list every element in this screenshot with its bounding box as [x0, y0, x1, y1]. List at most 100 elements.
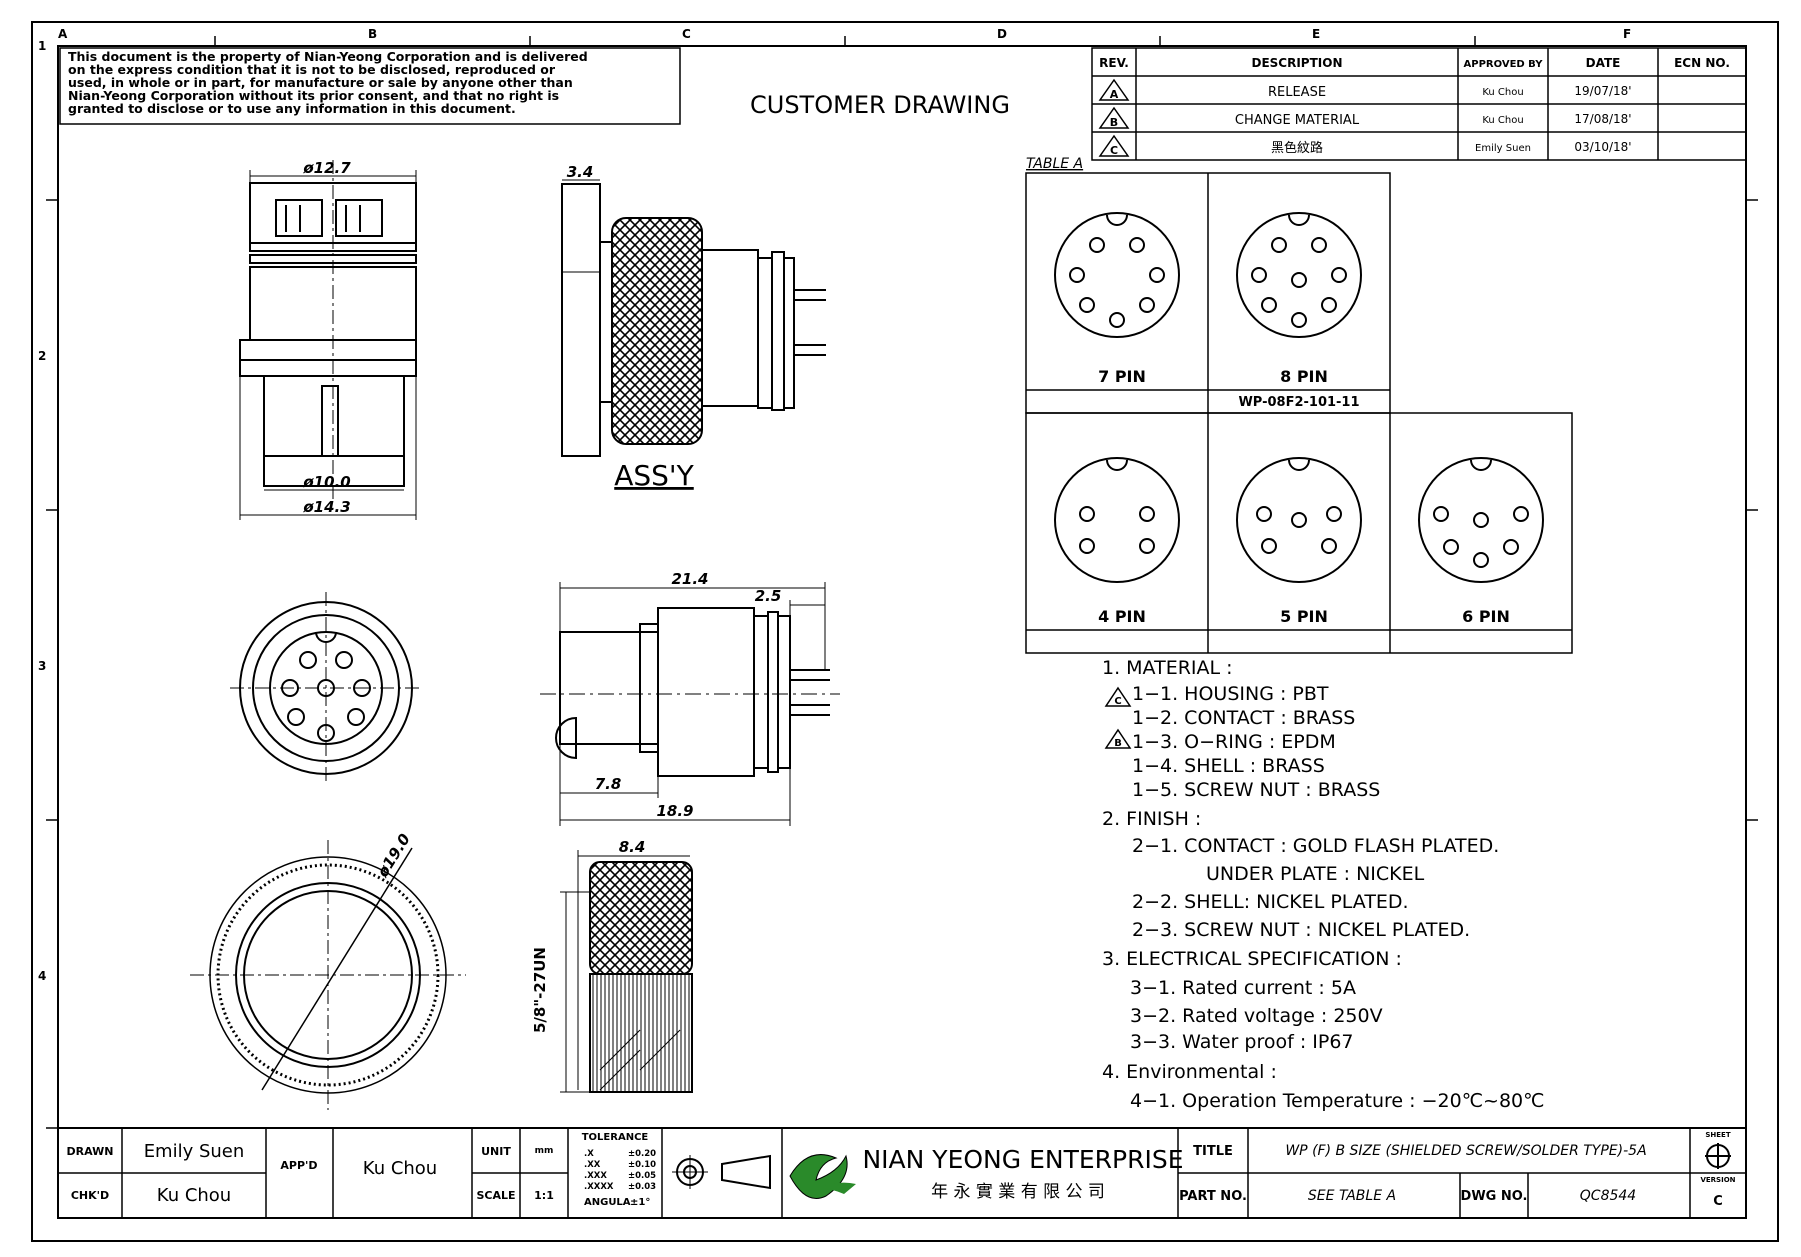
inner-border: [57, 45, 1747, 1219]
rev-c-approved: Emily Suen: [1475, 143, 1531, 154]
copyright-line-5: granted to disclose or to use any inform…: [68, 101, 516, 116]
rev-b-date: 17/08/18': [1574, 112, 1631, 126]
note-2-2: 2−2. SHELL: NICKEL PLATED.: [1132, 891, 1409, 913]
pin-label-7: 7 PIN: [1098, 367, 1146, 386]
rev-header: REV.: [1099, 56, 1129, 70]
rev-c-date: 03/10/18': [1574, 140, 1631, 154]
note-1-4: 1−4. SHELL : BRASS: [1132, 755, 1325, 777]
front-elevation-dims: [239, 170, 417, 520]
zone-col-c: C: [682, 27, 691, 41]
spec-notes: 1. MATERIAL : C 1−1. HOUSING : PBT 1−2. …: [1102, 657, 1544, 1112]
tol-v-2: ±0.10: [628, 1160, 656, 1170]
rev-b-description: CHANGE MATERIAL: [1235, 113, 1360, 128]
appd-name: Ku Chou: [363, 1158, 437, 1179]
zone-row-3: 3: [38, 659, 46, 673]
zone-col-e: E: [1312, 27, 1320, 41]
copyright-box: [59, 47, 681, 125]
appd-label: APP'D: [280, 1159, 317, 1172]
dim-7-8: 7.8: [595, 775, 622, 793]
note-2-1b: UNDER PLATE : NICKEL: [1206, 863, 1425, 885]
sheet-label: SHEET: [1705, 1131, 1730, 1139]
pin-layout-6: [1418, 457, 1544, 583]
zone-row-1: 1: [38, 39, 46, 53]
copyright-line-1: This document is the property of Nian-Ye…: [68, 49, 588, 64]
title-label: TITLE: [1193, 1144, 1233, 1159]
note-3-3: 3−3. Water proof : IP67: [1130, 1031, 1354, 1053]
table-a: TABLE A 7 PIN 8 PIN 4 PIN 5 PIN 6 PIN WP…: [1025, 156, 1573, 654]
pin-label-5: 5 PIN: [1280, 607, 1328, 626]
front-elevation-view: [239, 160, 417, 500]
side-profile-view: [540, 607, 840, 777]
svg-text:C: C: [1114, 696, 1121, 707]
tol-v-1: ±0.20: [628, 1149, 656, 1159]
tol-k-3: .XXX: [584, 1171, 607, 1181]
side-profile-dims: [559, 582, 826, 826]
date-header: DATE: [1586, 56, 1621, 70]
pin-layout-7: [1054, 212, 1180, 338]
copyright-line-3: used, in whole or in part, for manufactu…: [68, 75, 573, 90]
copyright-notice: This document is the property of Nian-Ye…: [68, 49, 588, 116]
tol-v-4: ±0.03: [628, 1182, 656, 1192]
version-label: VERSION: [1700, 1176, 1735, 1184]
tol-k-2: .XX: [584, 1160, 601, 1170]
zone-col-f: F: [1623, 27, 1631, 41]
dim-dia-10-0: ø10.0: [302, 473, 350, 491]
svg-text:B: B: [1110, 116, 1118, 129]
sheet-symbol: [1705, 1143, 1731, 1169]
title-block: DRAWN CHK'D APP'D UNIT SCALE mm 1:1 TOLE…: [57, 1127, 1747, 1219]
part-no-value: SEE TABLE A: [1308, 1188, 1396, 1204]
dim-3-4: 3.4: [567, 163, 594, 181]
dim-8-4: 8.4: [619, 838, 646, 856]
tol-k-5: ANGULA: [584, 1197, 631, 1208]
rev-b-approved: Ku Chou: [1482, 115, 1523, 126]
pin-layout-5: [1236, 457, 1362, 583]
tol-v-5: ±1°: [630, 1197, 650, 1208]
pin-label-8: 8 PIN: [1280, 367, 1328, 386]
copyright-line-4: Nian-Yeong Corporation without its prior…: [68, 88, 559, 103]
dim-2-5: 2.5: [755, 587, 782, 605]
svg-text:A: A: [1110, 88, 1119, 101]
zone-col-d: D: [997, 27, 1007, 41]
scale-label: SCALE: [476, 1189, 515, 1202]
note-4-1: 4−1. Operation Temperature : −20℃~80℃: [1130, 1090, 1544, 1112]
rev-a-approved: Ku Chou: [1482, 87, 1523, 98]
outer-border: [31, 21, 1779, 1242]
rev-c-description: 黑色紋路: [1271, 140, 1323, 156]
dwg-no-label: DWG NO.: [1461, 1189, 1528, 1204]
zone-col-a: A: [58, 27, 68, 41]
drawn-label: DRAWN: [67, 1145, 114, 1158]
note-1-2: 1−2. CONTACT : BRASS: [1132, 707, 1355, 729]
dim-thread: 5/8"-27UN: [531, 947, 549, 1033]
note-3-2: 3−2. Rated voltage : 250V: [1130, 1005, 1383, 1027]
zone-ticks: [46, 36, 1758, 1129]
unit-label: UNIT: [481, 1145, 511, 1158]
zone-letters: A B C D E F 1 2 3 4: [38, 27, 1631, 983]
tolerance-label: TOLERANCE: [582, 1132, 649, 1143]
screw-nut-dims: [560, 850, 690, 1093]
tol-v-3: ±0.05: [628, 1171, 656, 1181]
drawing-title: WP (F) B SIZE (SHIELDED SCREW/SOLDER TYP…: [1285, 1143, 1646, 1159]
assembly-side-view: [561, 183, 826, 457]
company-name: NIAN YEONG ENTERPRISE: [862, 1145, 1183, 1174]
company-name-chinese: 年 永 實 業 有 限 公 司: [931, 1182, 1105, 1202]
svg-text:C: C: [1110, 144, 1118, 157]
chkd-name: Ku Chou: [157, 1185, 231, 1206]
chkd-label: CHK'D: [71, 1189, 109, 1202]
dim-18-9: 18.9: [656, 802, 693, 820]
drawing-heading: CUSTOMER DRAWING: [750, 91, 1010, 119]
approved-header: APPROVED BY: [1464, 59, 1544, 70]
pin-layout-4: [1054, 457, 1180, 583]
part-number-wp08f2: WP-08F2-101-11: [1238, 395, 1359, 410]
drawn-name: Emily Suen: [144, 1141, 245, 1162]
pin-label-4: 4 PIN: [1098, 607, 1146, 626]
table-a-title: TABLE A: [1026, 156, 1083, 172]
svg-text:B: B: [1114, 738, 1122, 749]
rev-c-triangle: C: [1098, 134, 1130, 157]
assy-label: ASS'Y: [614, 459, 694, 492]
face-view: [230, 592, 422, 784]
scale-value: 1:1: [534, 1189, 554, 1202]
note-1-1: 1−1. HOUSING : PBT: [1132, 683, 1329, 705]
rev-b-triangle: B: [1098, 106, 1130, 129]
revision-table: REV. DESCRIPTION APPROVED BY DATE ECN NO…: [1091, 47, 1747, 161]
